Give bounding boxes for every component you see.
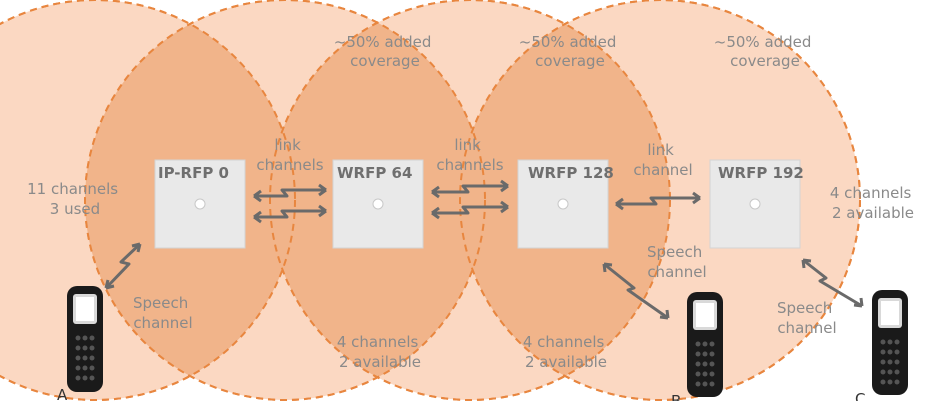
speech-arrow-icon [104,242,142,290]
added-coverage-label-1: ~50% added coverage [334,33,436,70]
unit-label-wrfp-192: WRFP 192 [718,164,804,182]
double-arrow-icon [253,183,327,224]
coverage-areas [0,0,861,401]
handset-letter-c: C [855,390,865,401]
channel-label-wrfp-128: 4 channels 2 available [523,333,609,371]
unit-ip-rfp-0: IP-RFP 0 [154,159,246,249]
handset-icon [872,290,908,395]
speech-arrow-icon [801,258,864,308]
link-label-1: link channels [256,136,323,174]
link-arrows [253,179,701,224]
speech-label-a: Speech channel [133,294,193,332]
coverage-overlap-0-64 [85,0,295,400]
channel-label-wrfp-192: 4 channels 2 available [830,184,916,222]
channel-label-wrfp-64: 4 channels 2 available [337,333,423,371]
unit-label-wrfp-64: WRFP 64 [337,164,412,182]
double-arrow-icon [431,179,509,220]
speech-labels: Speech channel Speech channel Speech cha… [133,243,837,337]
base-stations: IP-RFP 0 WRFP 64 WRFP 128 WRFP 192 [154,159,804,249]
handset-a: A [57,286,103,401]
coverage-overlap-64-128 [270,0,485,400]
link-label-3: link channel [633,141,692,179]
speech-arrow-icon [602,262,670,320]
link-labels: link channels link channels link channel [256,136,692,179]
speech-label-b: Speech channel [647,243,707,281]
link-label-2: link channels [436,136,503,174]
unit-wrfp-128: WRFP 128 [517,159,614,249]
added-coverage-label-2: ~50% added coverage [519,33,621,70]
channel-labels: 11 channels 3 used 4 channels 2 availabl… [27,180,916,371]
double-arrow-icon [615,191,701,211]
unit-wrfp-192: WRFP 192 [709,159,804,249]
speech-label-c: Speech channel [777,299,837,337]
handset-letter-b: B [671,392,681,401]
handset-letter-a: A [57,386,68,401]
handsets: A B [57,286,908,401]
coverage-overlap-128-192 [460,0,670,400]
added-coverage-labels: ~50% added coverage ~50% added coverage … [334,33,816,70]
added-coverage-label-3: ~50% added coverage [714,33,816,70]
unit-wrfp-64: WRFP 64 [332,159,424,249]
handset-icon [687,292,723,397]
handset-c: C [855,290,908,401]
channel-label-ip-rfp-0: 11 channels 3 used [27,180,123,218]
speech-arrows [104,242,864,320]
handset-icon [67,286,103,392]
unit-label-wrfp-128: WRFP 128 [528,164,614,182]
unit-label-ip-rfp-0: IP-RFP 0 [158,164,229,182]
handset-b: B [671,292,723,401]
